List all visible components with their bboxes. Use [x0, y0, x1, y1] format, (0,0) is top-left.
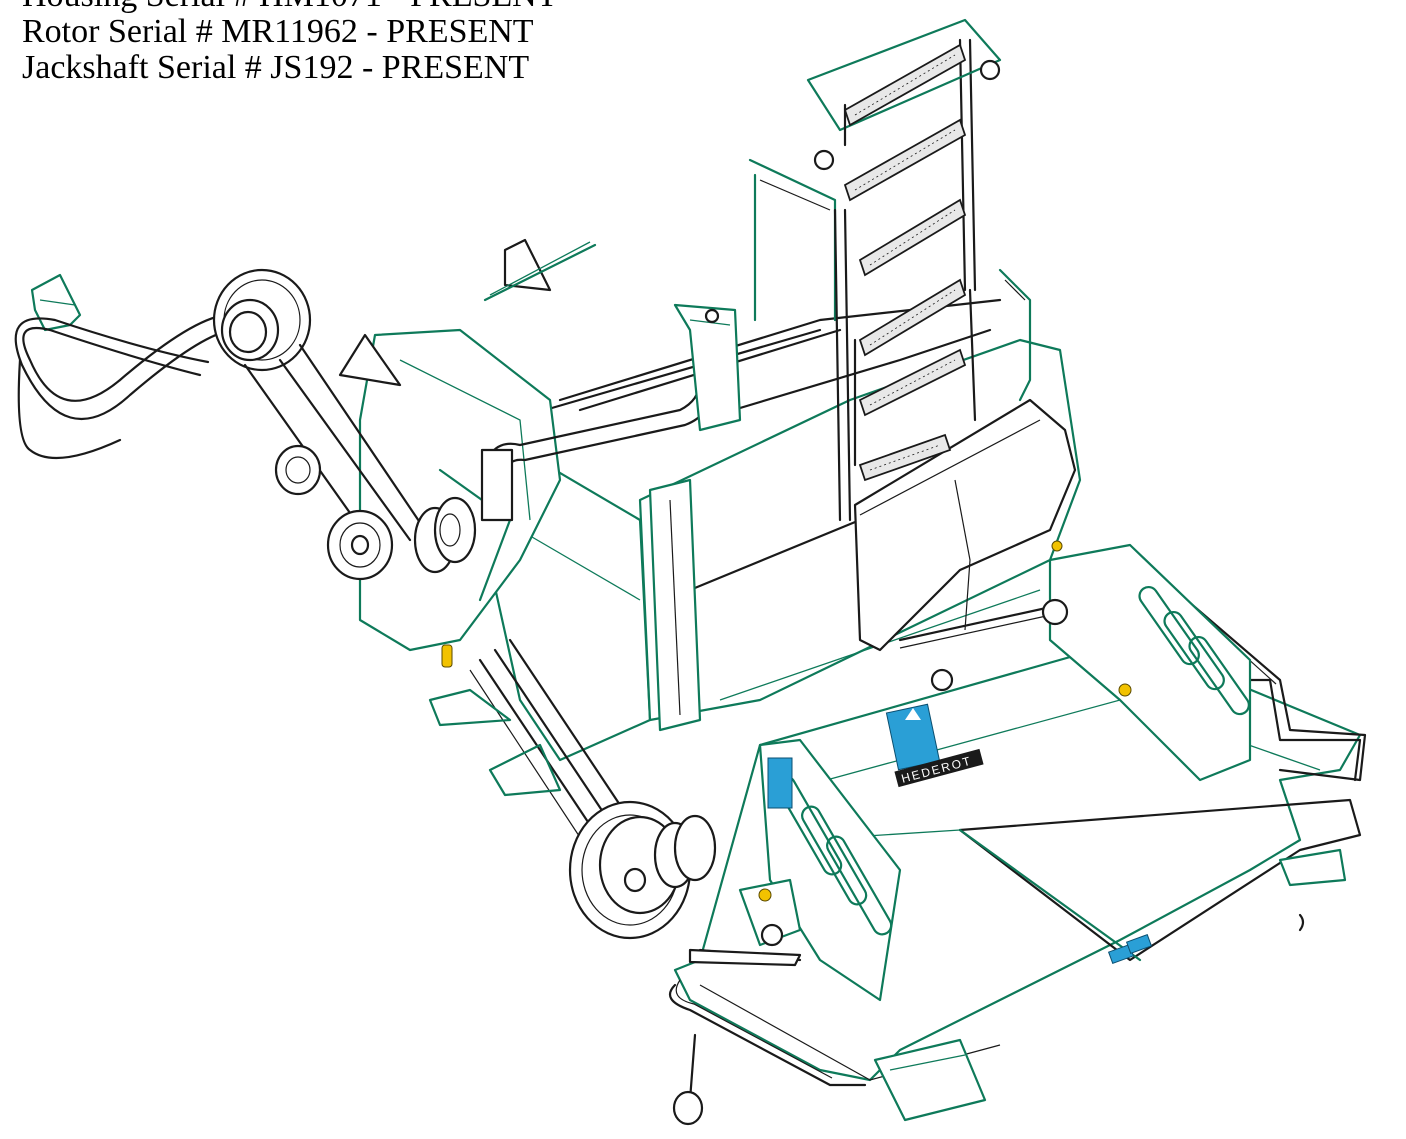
right-support-arm — [998, 268, 1032, 402]
right-corner-bracket — [1278, 848, 1347, 887]
center-upright — [648, 478, 702, 732]
floating-bracket-top — [483, 238, 597, 302]
grease-fitting-left — [441, 644, 453, 668]
ladder-step-1 — [843, 43, 967, 127]
top-bracket — [673, 303, 742, 432]
housing-serial-text: Housing Serial # HM1071 - PRESENT — [22, 0, 558, 14]
front-foot-bracket — [873, 1038, 987, 1122]
hand-crank — [672, 1033, 704, 1126]
rotor-serial-text: Rotor Serial # MR11962 - PRESENT — [22, 13, 534, 50]
lower-sheave-stack — [653, 814, 717, 889]
grease-fitting-rear — [1051, 540, 1063, 552]
discharge-chute — [853, 398, 1077, 652]
guard-rail-left — [668, 979, 867, 1087]
upper-drive-sheave — [212, 268, 312, 372]
jackshaft-serial-text: Jackshaft Serial # JS192 - PRESENT — [22, 49, 530, 86]
ladder-step-3 — [858, 198, 967, 277]
drive-belt-loop — [14, 313, 234, 460]
ladder-step-2 — [843, 118, 967, 202]
access-ladder — [806, 18, 1002, 522]
small-bracket-left-mid — [428, 688, 512, 727]
side-panel-right — [1048, 543, 1252, 782]
middle-sheave — [326, 509, 394, 581]
tensioner-bracket — [688, 878, 802, 967]
grease-fitting-right — [1118, 683, 1132, 697]
grease-fitting-center — [758, 888, 772, 902]
idler-pulley — [274, 444, 322, 496]
decal-small-right — [1125, 933, 1153, 955]
left-mount-bracket — [30, 273, 82, 332]
feed-roller-shaft — [898, 598, 1069, 692]
jackshaft-sheaves — [413, 496, 477, 574]
safety-decal-side — [767, 757, 793, 809]
serial-header: Housing Serial # HM1071 - PRESENT Rotor … — [22, 0, 558, 86]
wire-tie-mark — [1298, 913, 1305, 932]
floating-bracket-left — [338, 333, 402, 387]
long-v-belts — [243, 343, 427, 542]
ladder-step-5 — [858, 348, 967, 417]
small-bracket-bottom-left — [488, 743, 562, 797]
lower-belt-bank — [469, 638, 632, 846]
rear-upright-frame — [748, 158, 837, 322]
ladder-step-6 — [858, 433, 952, 482]
ladder-step-4 — [858, 278, 967, 357]
